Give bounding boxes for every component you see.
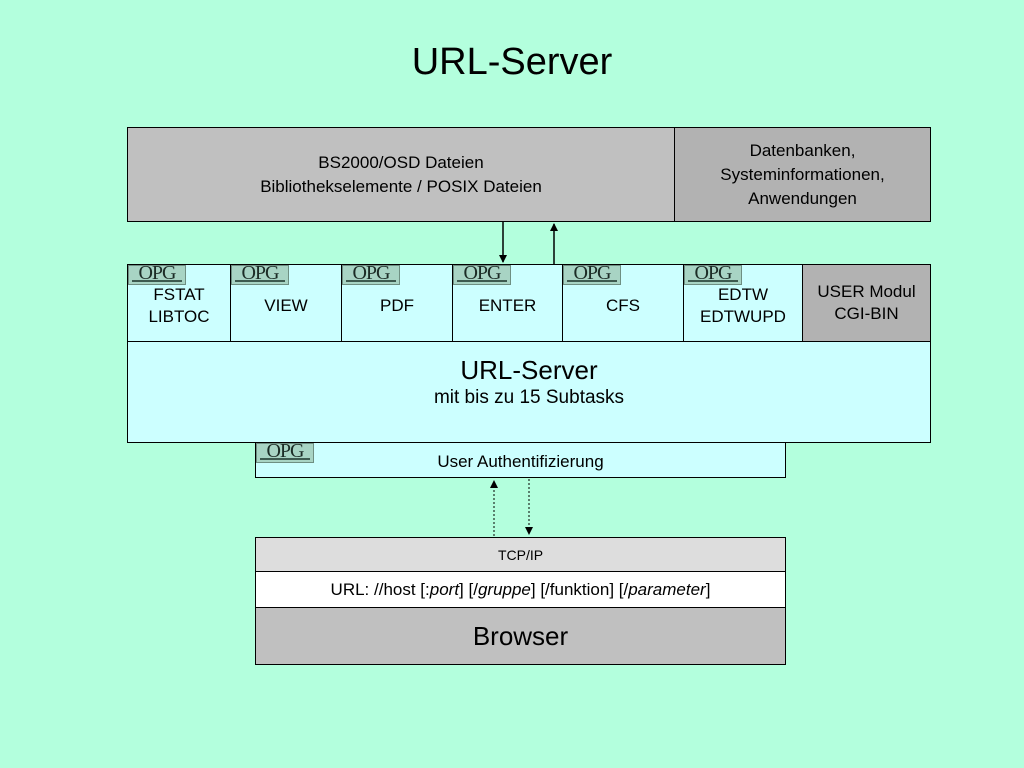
databases-box: Datenbanken, Systeminformationen, Anwend…: [674, 127, 931, 222]
db-line-3: Anwendungen: [748, 188, 857, 208]
opg-logo: OPG: [256, 443, 314, 463]
module-label: PDF: [380, 296, 414, 315]
module-label: CFS: [606, 296, 640, 315]
parameter-param: parameter: [628, 579, 706, 599]
module-pdf: OPG PDF: [341, 264, 453, 342]
user-module-line-2: CGI-BIN: [834, 304, 899, 323]
module-label: VIEW: [264, 296, 308, 315]
tcp-ip-bar: TCP/IP: [255, 537, 786, 572]
files-line-2: Bibliothekselemente / POSIX Dateien: [260, 176, 542, 196]
module-view: OPG VIEW: [230, 264, 342, 342]
user-module-line-1: USER Modul: [817, 282, 916, 301]
files-box: BS2000/OSD Dateien Bibliothekselemente /…: [127, 127, 675, 222]
auth-label: User Authentifizierung: [437, 451, 604, 471]
server-subtitle: mit bis zu 15 Subtasks: [433, 387, 625, 408]
url-pattern: URL: //host [:port] [/gruppe] [/funktion…: [255, 571, 786, 608]
gruppe-param: gruppe: [477, 579, 531, 599]
opg-logo: OPG: [128, 265, 186, 285]
page-title: URL-Server: [411, 41, 613, 83]
module-label: FSTAT: [153, 285, 205, 304]
opg-logo: OPG: [342, 265, 400, 285]
files-line-1: BS2000/OSD Dateien: [318, 152, 484, 172]
module-edtw: OPG EDTW EDTWUPD: [683, 264, 803, 342]
opg-logo: OPG: [453, 265, 511, 285]
opg-logo: OPG: [684, 265, 742, 285]
auth-box: OPG User Authentifizierung: [255, 442, 786, 478]
db-line-1: Datenbanken,: [749, 140, 856, 160]
db-line-2: Systeminformationen,: [720, 164, 885, 184]
module-fstat: OPG FSTAT LIBTOC: [127, 264, 231, 342]
module-label: EDTWUPD: [700, 307, 786, 326]
browser-box: Browser: [255, 607, 786, 665]
module-cfs: OPG CFS: [562, 264, 684, 342]
url-server-box: URL-Server mit bis zu 15 Subtasks: [127, 341, 931, 443]
port-param: port: [429, 579, 460, 599]
module-enter: OPG ENTER: [452, 264, 563, 342]
opg-logo: OPG: [563, 265, 621, 285]
module-label: EDTW: [717, 285, 769, 304]
module-label: LIBTOC: [148, 307, 210, 326]
module-label: ENTER: [478, 296, 537, 315]
opg-logo: OPG: [231, 265, 289, 285]
server-title: URL-Server: [460, 355, 598, 385]
